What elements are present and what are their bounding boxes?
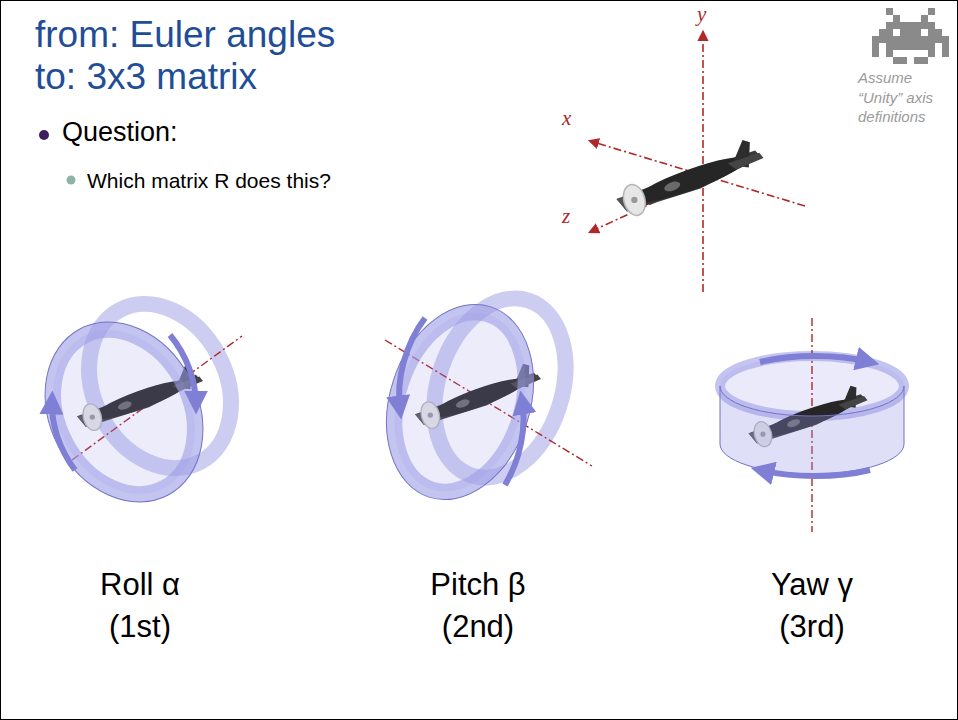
- axis-label: z: [562, 204, 582, 229]
- rotation-caption: Pitch β: [368, 566, 588, 603]
- axis-figure: [590, 32, 805, 292]
- rotation-caption: Roll α: [30, 566, 250, 603]
- order-caption: (2nd): [368, 608, 588, 645]
- bullet-dot: [39, 130, 49, 140]
- sub-bullet-dot: [67, 176, 76, 185]
- slide-title: from: Euler angles to: 3x3 matrix: [35, 14, 375, 98]
- rotation-caption: Yaw γ: [702, 566, 922, 603]
- invader-icon: [872, 8, 949, 64]
- bullet-text: Question:: [62, 116, 362, 148]
- axis-label: y: [697, 2, 717, 27]
- order-caption: (3rd): [702, 608, 922, 645]
- yaw-ring: [720, 318, 904, 532]
- pitch-ring: [363, 281, 592, 518]
- order-caption: (1st): [30, 608, 250, 645]
- sub-bullet-text: Which matrix R does this?: [87, 168, 407, 193]
- axis-label: x: [562, 106, 582, 131]
- side-note: Assume “Unity” axis definitions: [858, 68, 948, 127]
- roll-ring: [15, 279, 259, 530]
